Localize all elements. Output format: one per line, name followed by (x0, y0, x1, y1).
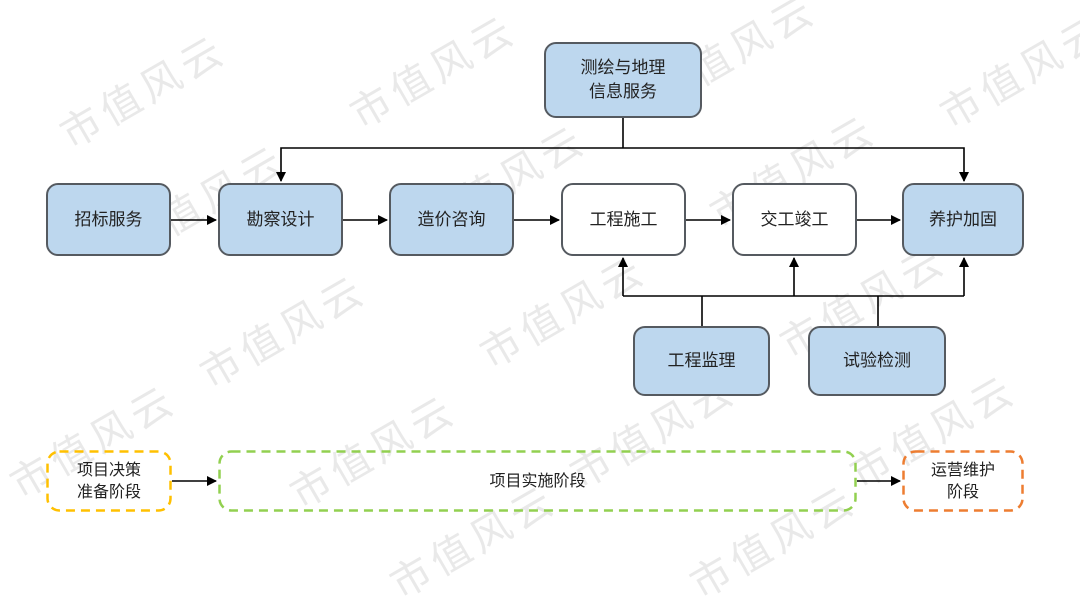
edge-mapping-design (276, 147, 623, 182)
stage-label: 项目实施阶段 (489, 471, 586, 490)
stage-label: 运营维护 (930, 460, 995, 479)
stage-operation-maintenance: 运营维护 阶段 (902, 450, 1024, 512)
stage-label: 阶段 (946, 482, 979, 501)
node-engineering-supervision: 工程监理 (633, 326, 770, 396)
stage-border (46, 450, 172, 512)
stage-decision-preparation: 项目决策 准备阶段 (46, 450, 172, 512)
stage-label: 准备阶段 (76, 482, 141, 501)
node-label: 招标服务 (74, 209, 143, 230)
node-label: 测绘与地理 (580, 58, 666, 78)
node-cost-consulting: 造价咨询 (389, 183, 514, 256)
node-label: 工程监理 (667, 351, 736, 371)
node-construction: 工程施工 (561, 183, 686, 256)
node-completion-acceptance: 交工竣工 (732, 183, 857, 256)
node-survey-design: 勘察设计 (218, 183, 343, 256)
node-label: 信息服务 (589, 82, 657, 102)
node-survey-mapping-service: 测绘与地理 信息服务 (544, 42, 702, 118)
stage-border (218, 450, 857, 512)
stage-label: 项目决策 (76, 460, 141, 479)
node-maintenance-reinforcement: 养护加固 (902, 183, 1024, 256)
node-label: 工程施工 (589, 209, 658, 230)
node-label: 勘察设计 (246, 209, 315, 230)
node-label: 养护加固 (929, 209, 997, 230)
node-label: 试验检测 (843, 351, 911, 371)
stage-border (902, 450, 1024, 512)
edge-mapping-maintenance (623, 147, 969, 182)
node-label: 交工竣工 (760, 209, 829, 230)
stage-implementation: 项目实施阶段 (218, 450, 857, 512)
node-testing-inspection: 试验检测 (808, 326, 946, 396)
connectors (171, 118, 969, 486)
node-bidding-service: 招标服务 (46, 183, 171, 256)
node-label: 造价咨询 (417, 209, 486, 230)
